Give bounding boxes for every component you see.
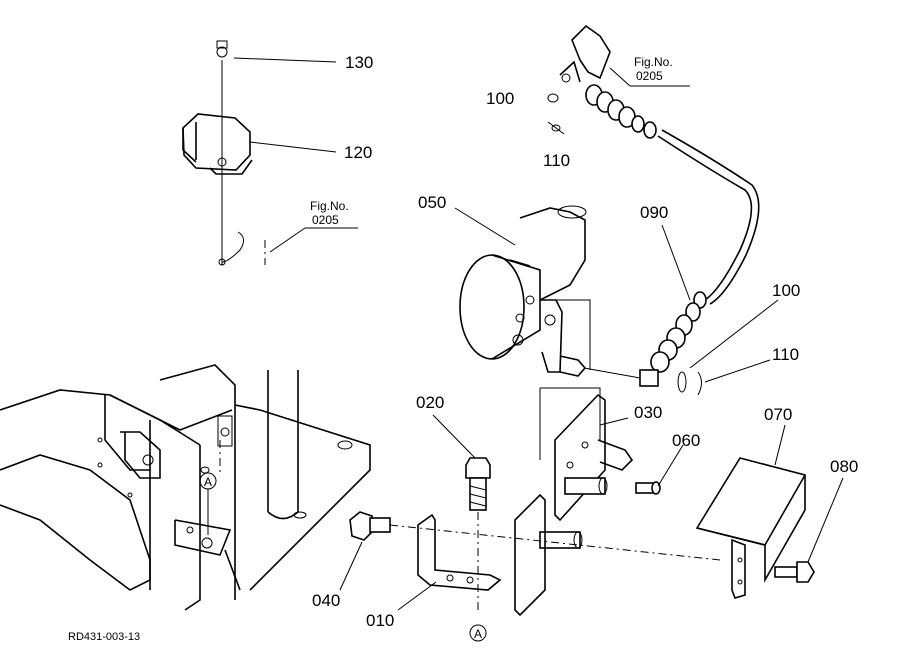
label-070: 070 xyxy=(764,405,792,424)
fig-ref-right-label: Fig.No. xyxy=(634,55,673,69)
part-labels: 130 120 100 110 050 090 100 110 020 030 … xyxy=(312,53,858,630)
part-030-bracket xyxy=(514,387,634,617)
label-010: 010 xyxy=(366,611,394,630)
label-120: 120 xyxy=(344,143,372,162)
label-130: 130 xyxy=(345,53,373,72)
fig-ref-left-number: 0205 xyxy=(312,213,339,227)
part-090-cable xyxy=(559,24,760,387)
label-100-top: 100 xyxy=(486,89,514,108)
fig-ref-left-label: Fig.No. xyxy=(310,199,349,213)
fig-ref-right-number: 0205 xyxy=(636,69,663,83)
part-010-bracket xyxy=(417,513,502,591)
part-040-bolt xyxy=(349,511,391,541)
label-110-top: 110 xyxy=(543,151,570,170)
part-060-bolt xyxy=(635,481,661,495)
label-090: 090 xyxy=(640,203,668,222)
fig-ref-right: Fig.No. 0205 xyxy=(609,55,690,87)
part-120-sensor xyxy=(182,40,253,266)
ref-marker-label: A xyxy=(204,475,212,489)
part-080-bolt xyxy=(774,561,815,583)
drawing-code: RD431-003-13 xyxy=(68,631,140,643)
chassis-frame xyxy=(0,364,371,611)
label-030: 030 xyxy=(634,403,662,422)
part-070-cover xyxy=(695,457,806,599)
label-110-right: 110 xyxy=(772,345,799,364)
ref-marker-a-left: A xyxy=(199,472,217,535)
label-020: 020 xyxy=(416,393,444,412)
label-060: 060 xyxy=(672,431,700,450)
fig-ref-left: Fig.No. 0205 xyxy=(264,199,358,265)
ref-marker-a-bottom: A xyxy=(469,624,487,642)
ref-marker-label-bottom: A xyxy=(474,627,482,641)
label-100-right: 100 xyxy=(772,281,800,300)
label-040: 040 xyxy=(312,591,340,610)
part-050-solenoid xyxy=(459,205,641,379)
part-020-bolt xyxy=(465,457,491,612)
label-080: 080 xyxy=(830,457,858,476)
leader-lines xyxy=(339,207,844,611)
label-050: 050 xyxy=(418,193,446,212)
